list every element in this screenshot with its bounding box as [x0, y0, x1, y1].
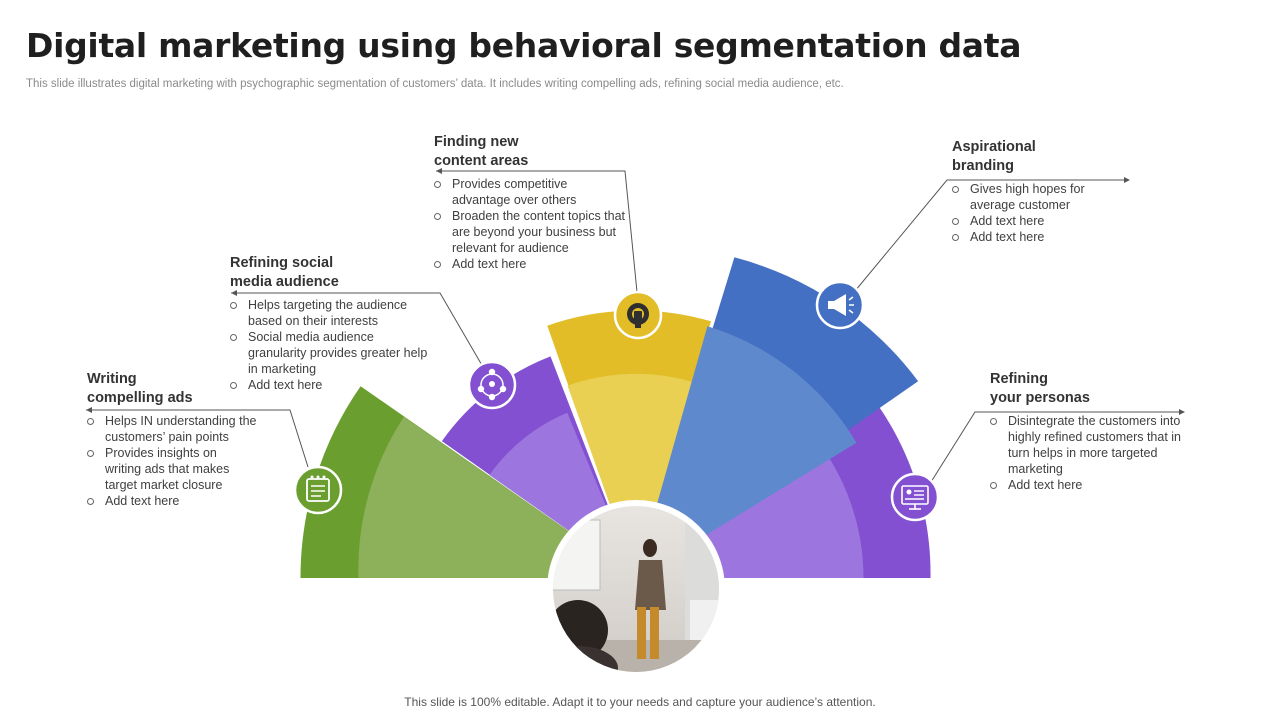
connector-branding — [854, 179, 1128, 292]
segment-title: Aspirational branding — [952, 139, 1036, 174]
bullet-item: Provides insights on writing ads that ma… — [87, 445, 292, 493]
segment-title: Finding new content areas — [434, 134, 529, 169]
lightbulb-gear-icon — [613, 290, 663, 340]
persona-profile-icon — [890, 472, 940, 522]
bullet-list: Helps IN understanding the customers’ pa… — [87, 413, 292, 509]
page-subtitle: This slide illustrates digital marketing… — [26, 78, 844, 90]
bullet-item: Helps IN understanding the customers’ pa… — [87, 413, 292, 445]
segment-title: Refining social media audience — [230, 255, 339, 290]
bullet-list: Provides competitive advantage over othe… — [434, 176, 639, 272]
bullet-item: Add text here — [952, 229, 1127, 245]
connector-lines — [86, 170, 1183, 483]
bullet-list: Gives high hopes for average customer Ad… — [952, 181, 1127, 245]
bullet-item: Add text here — [434, 256, 639, 272]
bullet-item: Add text here — [990, 477, 1190, 493]
bullet-item: Add text here — [952, 213, 1127, 229]
connector-arrowheads — [86, 168, 1185, 415]
connector-content-areas — [436, 170, 638, 293]
segment-refining-personas: Refining your personas Disintegrate the … — [990, 370, 1190, 493]
page-title: Digital marketing using behavioral segme… — [26, 26, 1022, 65]
bullet-item: Social media audience granularity provid… — [230, 329, 435, 377]
megaphone-icon — [815, 280, 865, 330]
connector-writing-ads — [86, 409, 309, 468]
bullet-item: Helps targeting the audience based on th… — [230, 297, 435, 329]
bullet-list: Disintegrate the customers into highly r… — [990, 413, 1190, 493]
bullet-item: Add text here — [87, 493, 292, 509]
segment-aspirational-branding: Aspirational branding Gives high hopes f… — [952, 138, 1127, 245]
segment-title: Refining your personas — [990, 371, 1090, 406]
bullet-list: Helps targeting the audience based on th… — [230, 297, 435, 393]
segment-social-media: Refining social media audience Helps tar… — [230, 254, 435, 393]
segment-yellow-inner — [567, 373, 695, 578]
footer-note: This slide is 100% editable. Adapt it to… — [404, 695, 876, 709]
segment-title: Writing compelling ads — [87, 371, 193, 406]
connector-personas — [930, 411, 1183, 483]
segment-content-areas: Finding new content areas Provides compe… — [434, 133, 639, 272]
segment-writing-ads: Writing compelling ads Helps IN understa… — [87, 370, 292, 509]
bullet-item: Gives high hopes for average customer — [952, 181, 1127, 213]
bullet-item: Disintegrate the customers into highly r… — [990, 413, 1190, 477]
segment-blue-inner — [636, 326, 857, 578]
bullet-item: Provides competitive advantage over othe… — [434, 176, 639, 208]
notepad-icon — [293, 465, 343, 515]
bullet-item: Add text here — [230, 377, 435, 393]
bullet-item: Broaden the content topics that are beyo… — [434, 208, 639, 256]
people-network-icon — [467, 360, 517, 410]
connector-social-media — [231, 292, 484, 368]
